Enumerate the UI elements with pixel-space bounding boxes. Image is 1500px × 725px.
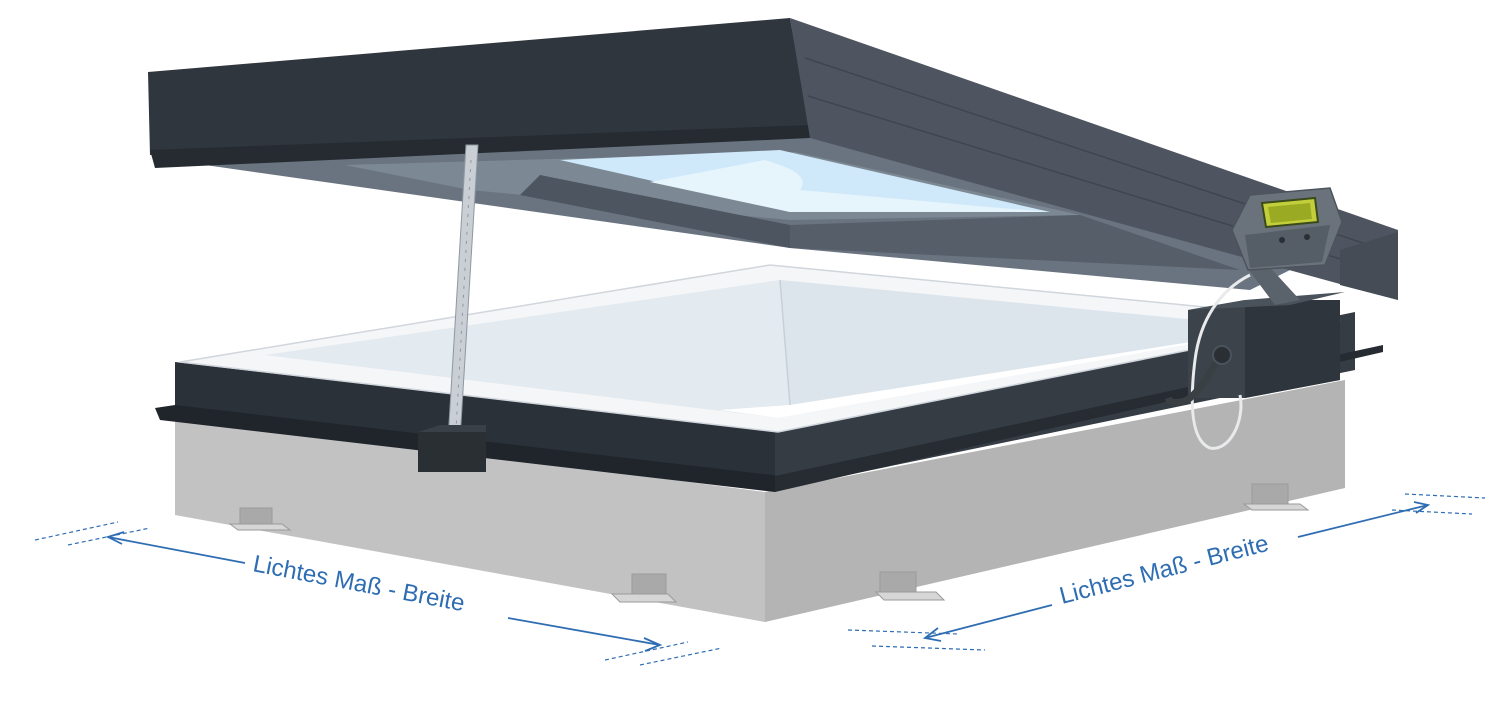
curb-brackets	[228, 483, 1310, 603]
arm-base-block	[418, 432, 486, 472]
motor-unit	[1164, 187, 1345, 450]
support-arm	[418, 144, 486, 472]
dimension-left	[34, 521, 723, 666]
lid-front-face	[148, 18, 810, 155]
curb-front-face	[175, 415, 765, 622]
dimension-right	[847, 493, 1486, 651]
glass-pane	[560, 150, 1050, 212]
lid	[148, 18, 1398, 300]
motor-cable	[1190, 273, 1251, 450]
